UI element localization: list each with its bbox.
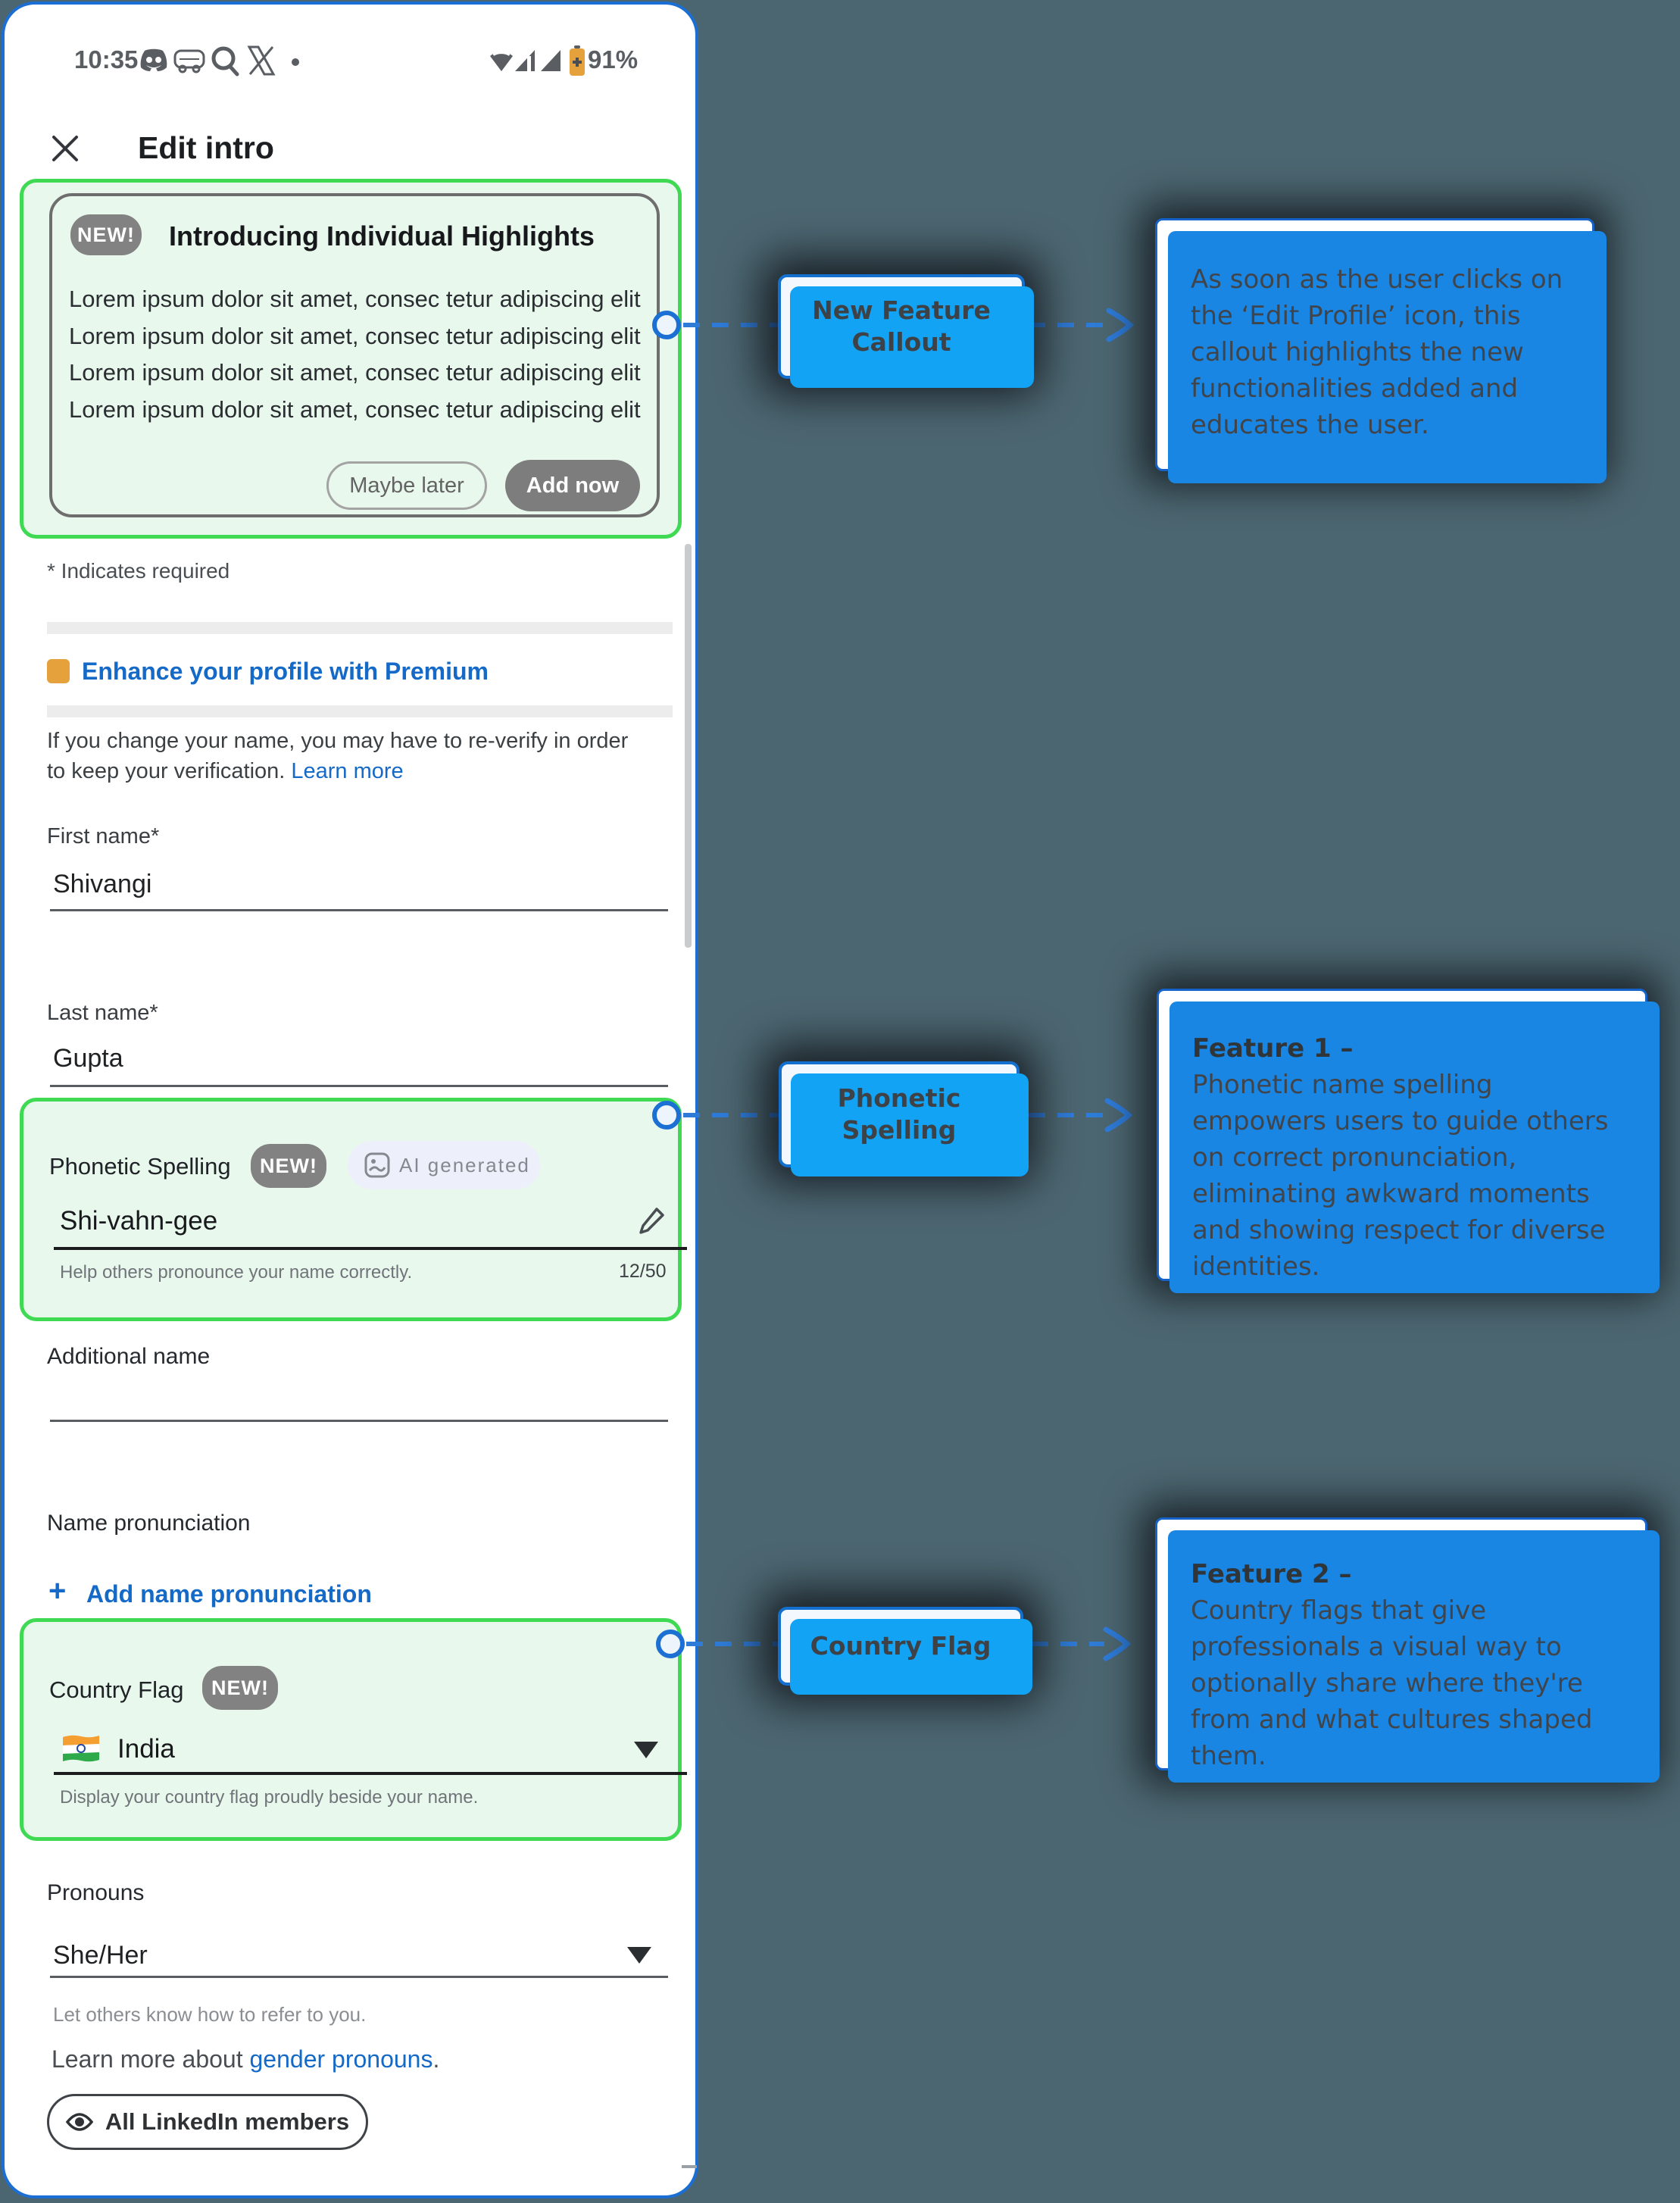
learn-suffix: . [432, 2045, 440, 2073]
add-name-pronunciation-link[interactable]: Add name pronunciation [86, 1580, 372, 1608]
gender-pronouns-note: Learn more about gender pronouns. [52, 2045, 439, 2073]
section-divider [47, 705, 673, 717]
additional-name-label: Additional name [47, 1344, 211, 1369]
indicates-required-note: * Indicates required [47, 559, 230, 583]
phonetic-underline [54, 1247, 687, 1250]
learn-prefix: Learn more about [52, 2045, 250, 2073]
signal-full-icon [539, 48, 562, 82]
phonetic-counter: 12/50 [619, 1261, 667, 1282]
last-name-underline [50, 1085, 668, 1087]
scrollbar[interactable] [685, 544, 692, 948]
close-icon[interactable] [52, 135, 79, 162]
callout-label-phonetic-spelling: Phonetic Spelling [779, 1061, 1029, 1176]
country-help: Display your country flag proudly beside… [60, 1787, 479, 1808]
verify-note: If you change your name, you may have to… [47, 726, 628, 786]
battery-icon [568, 44, 586, 77]
note-body: Feature 1 – Phonetic name spelling empow… [1192, 1030, 1621, 1285]
pronouns-label: Pronouns [47, 1880, 145, 1905]
arrow-head-icon [1100, 1625, 1132, 1663]
phonetic-input[interactable]: Shi-vahn-gee [60, 1206, 218, 1236]
eye-icon [65, 2111, 93, 2133]
premium-link[interactable]: Enhance your profile with Premium [82, 658, 489, 685]
wifi-icon [489, 48, 514, 82]
new-badge: NEW! [251, 1144, 326, 1188]
last-name-label: Last name* [47, 1001, 158, 1025]
learn-more-link[interactable]: Learn more [291, 759, 404, 783]
first-name-label: First name* [47, 824, 160, 848]
connector-circle [652, 1101, 681, 1130]
phonetic-help: Help others pronounce your name correctl… [60, 1262, 413, 1283]
first-name-underline [50, 909, 668, 911]
verify-line2: to keep your verification. [47, 759, 286, 783]
note-text: As soon as the user clicks on the ‘Edit … [1191, 264, 1563, 440]
note-feature-2: Feature 2 – Country flags that give prof… [1155, 1517, 1660, 1783]
section-divider [47, 622, 673, 634]
chevron-down-icon[interactable] [634, 1742, 658, 1758]
discord-icon [139, 47, 169, 80]
intro-card-body: Lorem ipsum dolor sit amet, consec tetur… [69, 281, 641, 428]
note-body: Feature 2 – Country flags that give prof… [1191, 1556, 1624, 1774]
premium-icon [47, 659, 70, 683]
phonetic-highlight-outline: Phonetic Spelling NEW! AI generated Shi-… [20, 1098, 687, 1321]
connector-circle [656, 1630, 685, 1658]
visibility-button-label: All LinkedIn members [105, 2108, 350, 2135]
note-text: Phonetic name spelling empowers users to… [1192, 1070, 1609, 1282]
pronouns-underline [50, 1976, 668, 1978]
note-text: Country flags that give professionals a … [1191, 1595, 1593, 1771]
note-feature-1: Feature 1 – Phonetic name spelling empow… [1157, 989, 1660, 1293]
lorem-line: Lorem ipsum dolor sit amet, consec tetur… [69, 359, 641, 386]
search-icon [209, 44, 241, 77]
resize-handle [682, 2165, 697, 2168]
arrow-head-icon [1103, 306, 1135, 344]
pronouns-select-value[interactable]: She/Her [53, 1941, 148, 1970]
lorem-line: Lorem ipsum dolor sit amet, consec tetur… [69, 322, 641, 349]
signal-partial-icon [514, 48, 536, 82]
arrow-head-icon [1101, 1096, 1133, 1134]
pencil-icon[interactable] [639, 1206, 666, 1235]
ai-generated-chip: AI generated [348, 1141, 540, 1189]
status-time: 10:35 [74, 45, 139, 73]
new-badge: NEW! [70, 214, 142, 255]
visibility-button[interactable]: All LinkedIn members [47, 2094, 368, 2150]
phonetic-label: Phonetic Spelling [49, 1153, 231, 1180]
note-heading: Feature 2 – [1191, 1559, 1352, 1589]
plus-icon: + [48, 1574, 67, 1608]
add-now-button[interactable]: Add now [505, 460, 640, 511]
country-flag-label: Country Flag [49, 1676, 184, 1703]
last-name-input[interactable]: Gupta [53, 1044, 123, 1073]
callout-label-new-feature: New Feature Callout [778, 274, 1034, 388]
battery-percent: 91% [588, 45, 639, 73]
lorem-line: Lorem ipsum dolor sit amet, consec tetur… [69, 286, 641, 312]
maybe-later-button[interactable]: Maybe later [326, 461, 487, 510]
additional-name-underline [50, 1420, 668, 1422]
phone-screen: 10:35 91% Edit i [2, 2, 698, 2198]
page-title: Edit intro [138, 130, 274, 165]
new-badge: NEW! [202, 1666, 278, 1710]
country-underline [54, 1772, 687, 1775]
pronouns-help: Let others know how to refer to you. [53, 2003, 367, 2026]
notification-dot-icon [291, 58, 300, 91]
ai-generated-label: AI generated [399, 1153, 530, 1176]
india-flag-icon [61, 1734, 101, 1763]
x-app-icon [247, 45, 276, 79]
intro-card-title: Introducing Individual Highlights [169, 220, 595, 252]
country-flag-highlight-outline: Country Flag NEW! India Display your cou… [20, 1618, 687, 1841]
callout-label-country-flag: Country Flag [778, 1607, 1032, 1695]
lorem-line: Lorem ipsum dolor sit amet, consec tetur… [69, 395, 641, 423]
ai-generated-icon [364, 1152, 390, 1178]
verify-line1: If you change your name, you may have to… [47, 729, 629, 753]
note-heading: Feature 1 – [1192, 1033, 1354, 1064]
intro-card [49, 193, 660, 517]
intro-highlight-outline: NEW! Introducing Individual Highlights L… [20, 179, 682, 539]
chevron-down-icon[interactable] [627, 1947, 651, 1964]
name-pronunciation-label: Name pronunciation [47, 1511, 251, 1536]
gender-pronouns-link[interactable]: gender pronouns [249, 2045, 433, 2073]
connector-circle [652, 311, 681, 339]
redbus-icon [173, 48, 205, 82]
country-select-value[interactable]: India [117, 1734, 175, 1764]
first-name-input[interactable]: Shivangi [53, 870, 152, 898]
note-new-feature-callout: As soon as the user clicks on the ‘Edit … [1155, 218, 1607, 483]
